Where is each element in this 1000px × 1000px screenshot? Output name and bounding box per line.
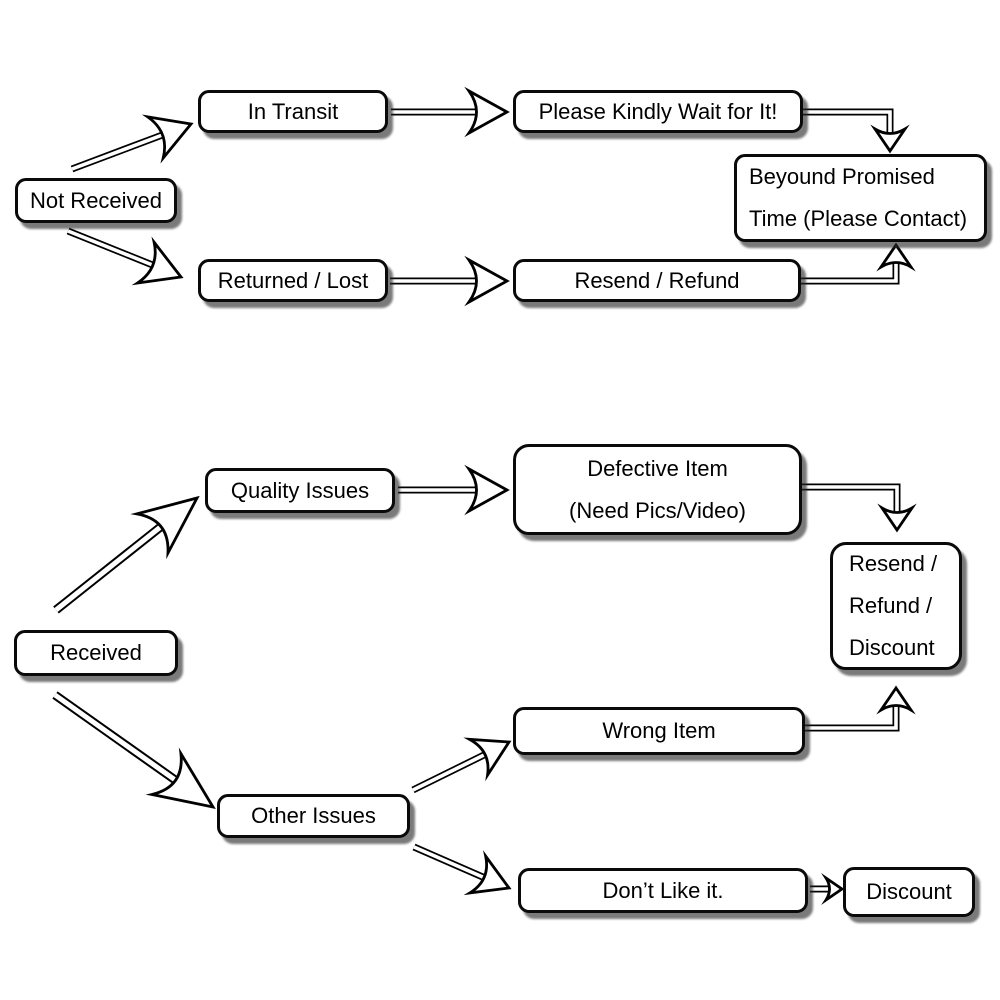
node-beyond-promised-line2: Time (Please Contact) <box>749 206 968 231</box>
node-wrong-item: Wrong Item <box>513 707 805 755</box>
edge-defective-item-to-rrd <box>799 483 917 533</box>
edge-quality-issues-to-defective-item <box>398 464 510 516</box>
node-received-label: Received <box>50 640 142 665</box>
node-wrong-item-label: Wrong Item <box>602 718 716 743</box>
node-quality-issues: Quality Issues <box>205 468 395 513</box>
node-other-issues-label: Other Issues <box>251 803 376 828</box>
node-defective-item-line1: Defective Item <box>587 455 728 481</box>
edge-wrong-item-to-rrd <box>802 685 916 732</box>
edge-dont-like-to-discount <box>810 872 845 906</box>
node-beyond-promised-line1: Beyound Promised <box>749 164 935 189</box>
node-rrd-line3: Discount <box>849 635 935 660</box>
edge-received-to-other-issues <box>52 691 216 810</box>
node-rrd-line1: Resend / <box>849 551 938 576</box>
node-resend-refund-label: Resend / Refund <box>574 267 740 293</box>
node-discount: Discount <box>843 867 975 917</box>
node-other-issues: Other Issues <box>217 794 410 838</box>
edge-returned-lost-to-resend-refund <box>390 255 510 307</box>
edge-resend-refund-to-beyond-promised <box>798 242 916 285</box>
node-not-received-label: Not Received <box>29 187 163 213</box>
node-dont-like: Don’t Like it. <box>518 868 808 913</box>
node-please-wait-label: Please Kindly Wait for It! <box>538 98 778 124</box>
edge-in-transit-to-please-wait <box>391 86 510 138</box>
node-not-received: Not Received <box>15 178 177 223</box>
node-quality-issues-label: Quality Issues <box>230 477 370 503</box>
node-resend-refund-discount: Resend / Refund / Discount <box>830 542 962 670</box>
node-returned-lost: Returned / Lost <box>198 259 388 302</box>
node-please-wait: Please Kindly Wait for It! <box>513 90 803 133</box>
node-discount-label: Discount <box>866 879 952 904</box>
node-received: Received <box>14 630 178 676</box>
edge-other-issues-to-dont-like <box>412 843 512 896</box>
edge-not-received-to-in-transit <box>70 114 194 173</box>
node-rrd-line2: Refund / <box>849 593 933 618</box>
node-dont-like-label: Don’t Like it. <box>602 877 724 903</box>
node-defective-item: Defective Item (Need Pics/Video) <box>513 444 802 535</box>
node-defective-item-line2: (Need Pics/Video) <box>569 497 746 523</box>
edge-received-to-quality-issues <box>53 495 200 614</box>
node-in-transit: In Transit <box>198 90 388 133</box>
node-returned-lost-label: Returned / Lost <box>217 267 369 293</box>
edge-please-wait-to-beyond-promised <box>800 108 910 154</box>
node-beyond-promised: Beyound Promised Time (Please Contact) <box>734 154 987 242</box>
node-resend-refund: Resend / Refund <box>513 259 801 302</box>
edge-not-received-to-returned-lost <box>66 227 184 286</box>
edge-other-issues-to-wrong-item <box>411 737 512 794</box>
node-in-transit-label: In Transit <box>247 98 339 124</box>
